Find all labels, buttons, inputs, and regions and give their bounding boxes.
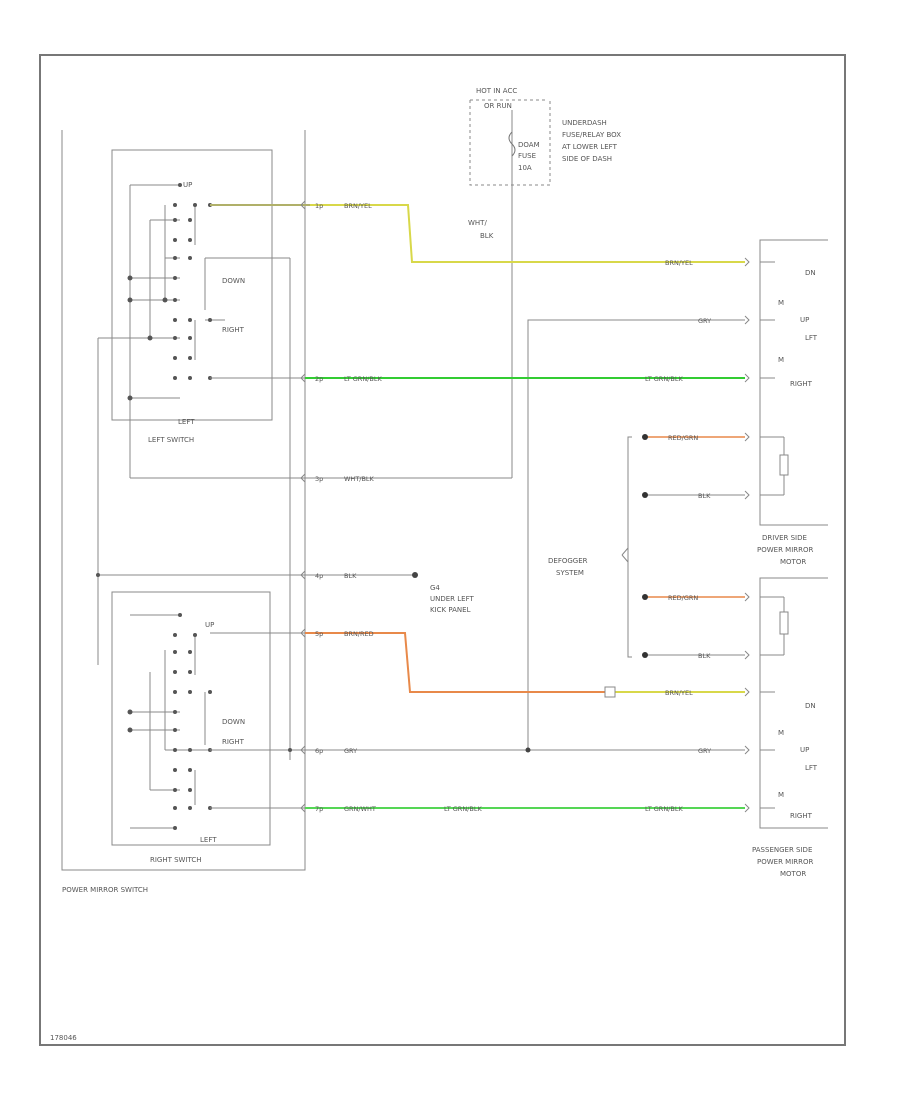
- splice-gry: [525, 747, 531, 753]
- right-switch-up-label: UP: [205, 621, 214, 629]
- driver-up-label: UP: [800, 316, 809, 324]
- pin-4p-label: 4p: [315, 572, 323, 580]
- wire-wht-blk-label: WHT/BLK: [344, 475, 375, 483]
- diagram-border: [39, 54, 846, 1046]
- defogger-system: [621, 436, 632, 658]
- pin-5p-label: 5p: [315, 630, 323, 638]
- pin-2p-label: 2p: [315, 375, 323, 383]
- pin-6p-label: 6p: [315, 747, 323, 755]
- fuse-box: [469, 99, 551, 478]
- fuse-location-line-2: FUSE/RELAY BOX: [562, 131, 621, 139]
- driver-dn-label: DN: [805, 269, 816, 277]
- ground-label-1: G4: [430, 584, 440, 592]
- passenger-lft-label: LFT: [805, 764, 818, 772]
- footer-code: 178046: [50, 1034, 77, 1042]
- right-switch-dots: [127, 613, 212, 830]
- fuse-word: FUSE: [518, 152, 536, 160]
- driver-mirror-label-2: POWER MIRROR: [757, 546, 814, 554]
- wire-brn-red: [305, 632, 610, 693]
- passenger-right-label: RIGHT: [790, 812, 813, 820]
- defogger-label-1: DEFOGGER: [548, 557, 588, 565]
- pin-3p-label: 3p: [315, 475, 323, 483]
- fuse-name: DOAM: [518, 141, 540, 149]
- left-switch-label: LEFT SWITCH: [148, 436, 194, 444]
- fuse-amp: 10A: [518, 164, 532, 172]
- driver-mirror-label-1: DRIVER SIDE: [762, 534, 807, 542]
- defogger-terminal-1: [642, 434, 648, 440]
- wire-red-grn-label-1: RED/GRN: [668, 434, 698, 442]
- right-switch-right-label: RIGHT: [222, 738, 245, 746]
- wire-gry-label-2: GRY: [344, 747, 357, 755]
- wire-blk-label-2: BLK: [698, 492, 711, 500]
- passenger-dn-label: DN: [805, 702, 816, 710]
- on-run-label: OR RUN: [484, 102, 512, 110]
- connector-c1: [604, 686, 616, 698]
- wire-brn-yel-label-2: BRN/YEL: [665, 259, 693, 267]
- left-switch-dots: [127, 183, 212, 401]
- right-switch-left-label: LEFT: [200, 836, 217, 844]
- wire-brn-yel-label-3: BRN/YEL: [665, 689, 693, 697]
- passenger-mirror: [744, 577, 828, 829]
- switch-connectors: [300, 200, 306, 813]
- left-switch-down-label: DOWN: [222, 277, 245, 285]
- right-switch-label: RIGHT SWITCH: [150, 856, 202, 864]
- passenger-m-label-1: M: [778, 729, 784, 737]
- left-switch: [97, 149, 291, 760]
- driver-m-label-2: M: [778, 356, 784, 364]
- defogger-terminal-4: [642, 652, 648, 658]
- passenger-mirror-label-3: MOTOR: [780, 870, 806, 878]
- right-switch: [111, 591, 290, 846]
- driver-mirror-label-3: MOTOR: [780, 558, 806, 566]
- left-switch-right-label: RIGHT: [222, 326, 245, 334]
- driver-mirror: [744, 239, 828, 526]
- fuse-icon: [508, 131, 516, 157]
- defogger-terminal-3: [642, 594, 648, 600]
- splice-290: [288, 748, 292, 752]
- wht-blk-label-1: WHT/: [468, 219, 487, 227]
- wire-gry-label-1: GRY: [698, 317, 711, 325]
- wire-brn-red-label: BRN/RED: [344, 630, 374, 638]
- ground-point: [412, 572, 418, 578]
- wire-grn-wht-label: GRN/WHT: [344, 805, 376, 813]
- right-switch-down-label: DOWN: [222, 718, 245, 726]
- left-switch-left-label: LEFT: [178, 418, 195, 426]
- wire-lt-grn-blk-label-2: LT GRN/BLK: [645, 375, 683, 383]
- splice-left: [96, 573, 100, 577]
- wire-brn-yel-driver: [210, 204, 745, 263]
- wire-red-grn-label-2: RED/GRN: [668, 594, 698, 602]
- wire-gry-label-3: GRY: [698, 747, 711, 755]
- pin-7p-label: 7p: [315, 805, 323, 813]
- defogger-label-2: SYSTEM: [556, 569, 584, 577]
- ground-label-3: KICK PANEL: [430, 606, 471, 614]
- power-mirror-switch-label: POWER MIRROR SWITCH: [62, 886, 148, 894]
- fuse-location-line-4: SIDE OF DASH: [562, 155, 612, 163]
- hot-in-acc-label: HOT IN ACC: [476, 87, 517, 95]
- wire-lt-grn-blk-label-4: LT GRN/BLK: [645, 805, 683, 813]
- wht-blk-label-2: BLK: [480, 232, 494, 240]
- wire-brn-yel-label-1: BRN/YEL: [344, 202, 372, 210]
- passenger-mirror-label-1: PASSENGER SIDE: [752, 846, 812, 854]
- driver-right-label: RIGHT: [790, 380, 813, 388]
- wire-blk-label-1: BLK: [344, 572, 357, 580]
- wire-lt-grn-blk-label-3: LT GRN/BLK: [444, 805, 482, 813]
- wire-gry-driver: [527, 319, 745, 750]
- passenger-mirror-label-2: POWER MIRROR: [757, 858, 814, 866]
- left-switch-up-label: UP: [183, 181, 192, 189]
- power-mirror-switch: [61, 130, 306, 871]
- defogger-terminal-2: [642, 492, 648, 498]
- wire-lt-grn-blk-label-1: LT GRN/BLK: [344, 375, 382, 383]
- fuse-location-line-3: AT LOWER LEFT: [562, 143, 618, 151]
- ground-label-2: UNDER LEFT: [430, 595, 474, 603]
- passenger-up-label: UP: [800, 746, 809, 754]
- wire-blk-label-3: BLK: [698, 652, 711, 660]
- driver-m-label-1: M: [778, 299, 784, 307]
- pin-1p-label: 1p: [315, 202, 323, 210]
- passenger-m-label-2: M: [778, 791, 784, 799]
- fuse-location-line-1: UNDERDASH: [562, 119, 607, 127]
- driver-lft-label: LFT: [805, 334, 818, 342]
